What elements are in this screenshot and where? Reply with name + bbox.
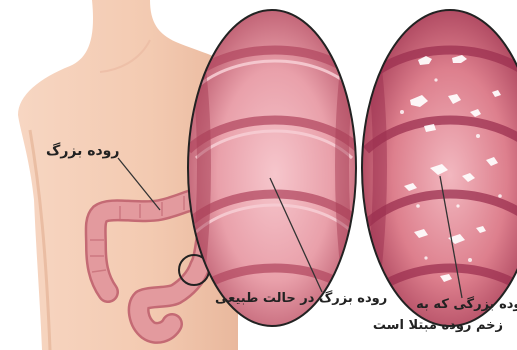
- diseased-colon-label-line2: زخم روده مبتلا است: [373, 318, 503, 333]
- diseased-colon-label-line1: روده بزرگی که به: [416, 297, 517, 312]
- normal-colon-label: روده بزرگ در حالت طبیعی: [215, 291, 387, 306]
- colon-label: روده بزرگ: [46, 143, 119, 159]
